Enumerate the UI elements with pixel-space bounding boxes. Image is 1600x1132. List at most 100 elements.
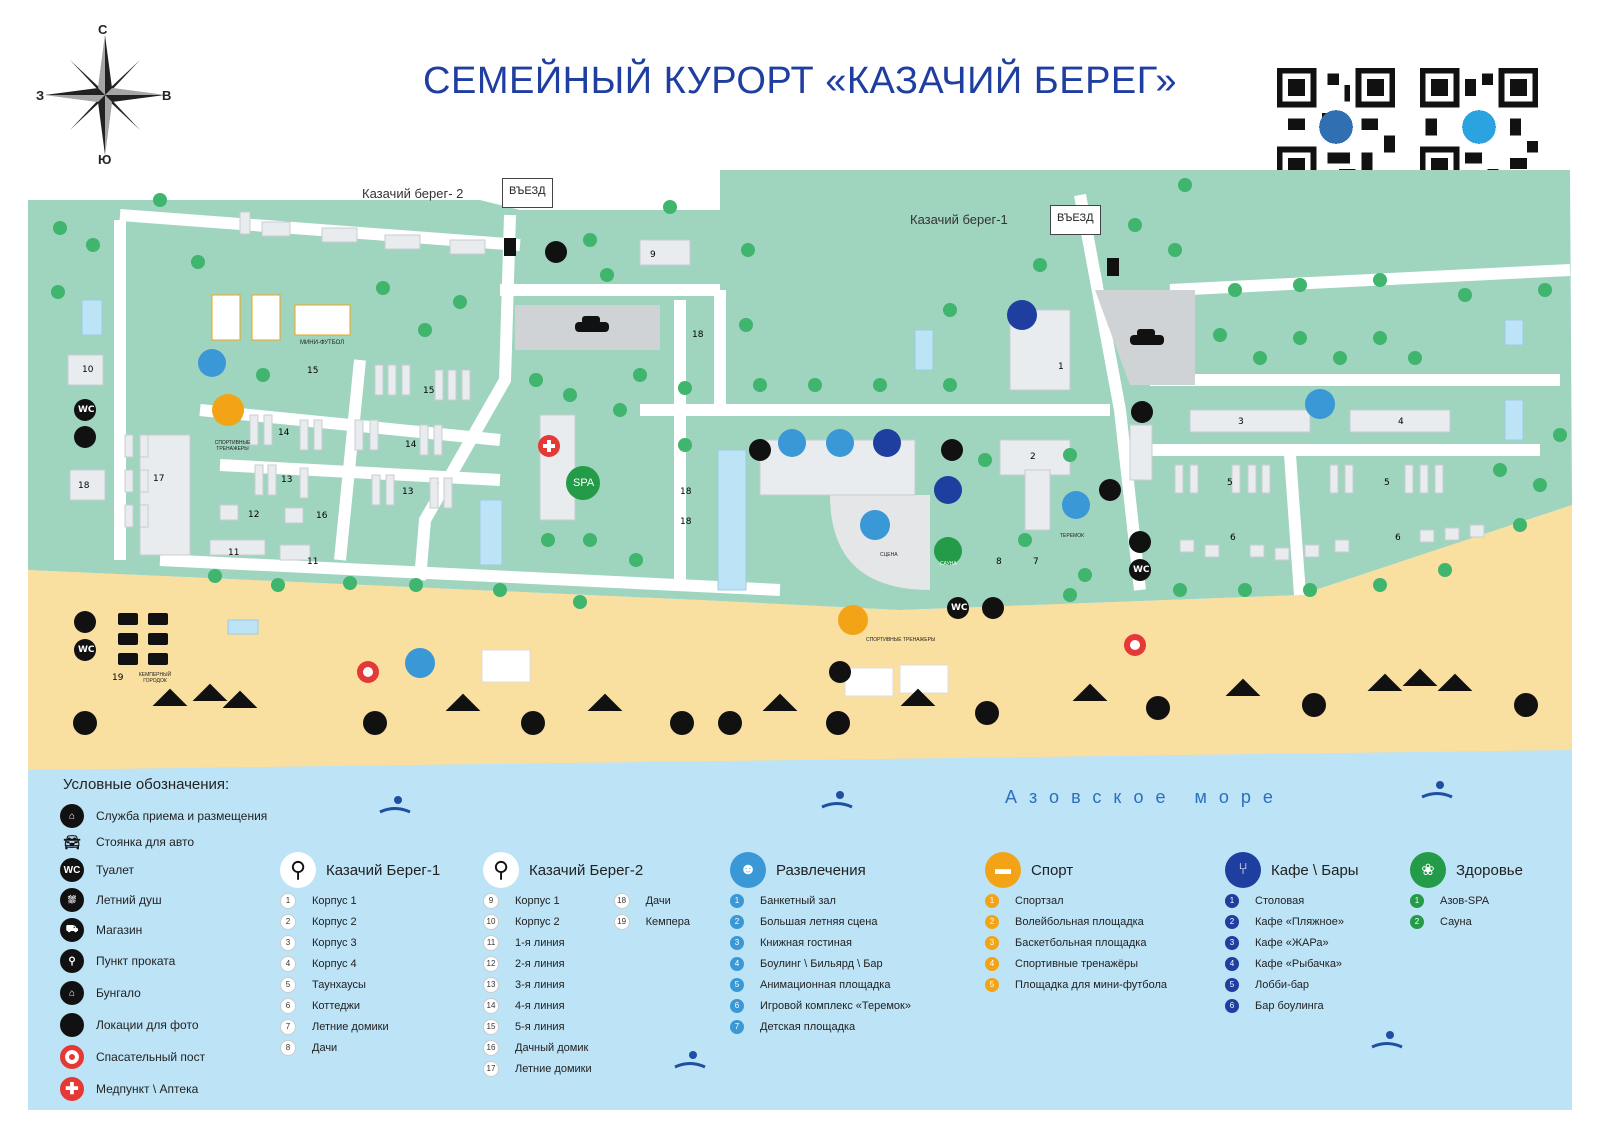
building-number: 18: [78, 481, 90, 491]
category-sport-header: ▬Спорт: [985, 850, 1167, 890]
building-number: 8: [996, 557, 1002, 567]
camper-icons: [118, 613, 168, 665]
legend-item-rental: ⚲Пункт проката: [60, 945, 267, 977]
place-label-kb1: Казачий берег-1: [910, 212, 1008, 227]
spa-label: SPA: [573, 477, 595, 489]
building-number: 11: [307, 557, 319, 567]
compass-south: Ю: [98, 152, 112, 167]
photo-location-icon: [60, 1013, 84, 1037]
building-number: 1: [1058, 362, 1064, 372]
lifebuoy-icon: [60, 1045, 84, 1069]
legend-title: Условные обозначения:: [63, 776, 230, 793]
building-number: 10: [82, 365, 94, 375]
houses: [124, 211, 1485, 561]
building-number: 13: [281, 475, 293, 485]
building-number: 6: [1230, 533, 1236, 543]
building-number: 15: [423, 386, 435, 396]
mini-football-label: МИНИ-ФУТБОЛ: [300, 340, 345, 346]
building-number: 18: [692, 330, 704, 340]
sport-fields: [211, 294, 949, 697]
category-kb2-header: ⚲Казачий Берег-2: [483, 850, 690, 890]
page-title: СЕМЕЙНЫЙ КУРОРТ «КАЗАЧИЙ БЕРЕГ»: [423, 60, 1177, 102]
legend-item-shower: ⛆Летний душ: [60, 885, 267, 915]
place-label-kb2: Казачий берег- 2: [362, 186, 464, 201]
cart-icon: ⛟: [60, 918, 84, 942]
fork-knife-icon: ⑂: [1225, 852, 1261, 888]
bungalow-icon: ⌂: [60, 981, 84, 1005]
category-fun-header: ☻Развлечения: [730, 850, 911, 890]
building-number: 13: [402, 487, 414, 497]
building-number: 2: [1030, 452, 1036, 462]
lotus-icon: ❀: [1410, 852, 1446, 888]
shower-icon: ⛆: [60, 888, 84, 912]
building-number: 14: [278, 428, 290, 438]
building-number: 16: [316, 511, 328, 521]
building-number: 12: [248, 510, 260, 520]
car-icons: [575, 316, 1164, 345]
building-number: 11: [228, 548, 240, 558]
sauna-label: САУНА: [940, 561, 957, 567]
building-number: 5: [1384, 478, 1390, 488]
trainers-label: СПОРТИВНЫЕ ТРЕНАЖЕРЫ: [214, 440, 251, 452]
wc-icon: WC: [951, 603, 968, 613]
building-number: 3: [1238, 417, 1244, 427]
building-number: 7: [1033, 557, 1039, 567]
legend-list: ⌂Служба приема и размещения 🚘︎Стоянка дл…: [60, 803, 267, 1105]
category-health-header: ❀Здоровье: [1410, 850, 1523, 890]
teremok-label: ТЕРЕМОК: [1060, 533, 1085, 539]
building-number: 15: [307, 366, 319, 376]
legend-item-reception: ⌂Служба приема и размещения: [60, 803, 267, 829]
legend-item-photo: Локации для фото: [60, 1009, 267, 1041]
compass-east: В: [162, 88, 172, 103]
wc-icon: WC: [1133, 565, 1150, 575]
legend-item-parking: 🚘︎Стоянка для авто: [60, 829, 267, 855]
building-number: 17: [153, 474, 165, 484]
map-markers: [198, 300, 1335, 678]
pools: [81, 299, 1524, 635]
wc-icon: WC: [78, 405, 95, 415]
entrance-sign-1: ВЪЕЗД: [502, 178, 553, 208]
building-number: 6: [1395, 533, 1401, 543]
category-cafe-header: ⑂Кафе \ Бары: [1225, 850, 1359, 890]
bungalow-icons: [73, 693, 1538, 735]
wc-icon: WC: [78, 645, 95, 655]
swimmer-icons: [379, 781, 1453, 1069]
lifebuoy-icons: [357, 634, 1146, 683]
